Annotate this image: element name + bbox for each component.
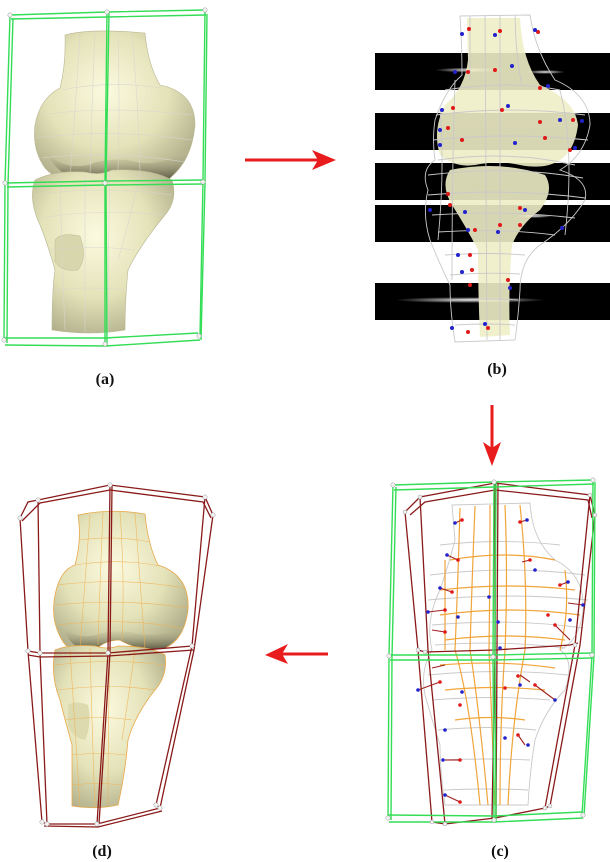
femur-bone — [34, 30, 196, 182]
femur-bone-deformed — [53, 510, 189, 652]
landmark-points — [428, 27, 584, 334]
panel-label-a: (a) — [95, 371, 115, 388]
arrow-b-to-c — [483, 405, 501, 466]
lattice-control-points — [1, 7, 208, 347]
arrow-a-to-b — [245, 150, 336, 170]
tibia-bone — [32, 169, 175, 334]
panel-c — [385, 477, 598, 827]
panel-label-c: (c) — [491, 843, 509, 860]
panel-a — [1, 7, 208, 347]
panel-label-b: (b) — [487, 361, 507, 378]
panel-b — [375, 14, 610, 343]
lattice-control-points — [385, 477, 598, 827]
arrow-c-to-d — [265, 644, 328, 664]
bone-underlay — [436, 18, 578, 337]
tibia-bone-deformed — [52, 645, 166, 809]
wireframe-mesh — [424, 14, 591, 343]
panel-label-d: (d) — [92, 843, 112, 860]
lattice-control-points — [17, 482, 216, 827]
panel-d — [17, 482, 216, 828]
landmark-points — [416, 518, 585, 804]
